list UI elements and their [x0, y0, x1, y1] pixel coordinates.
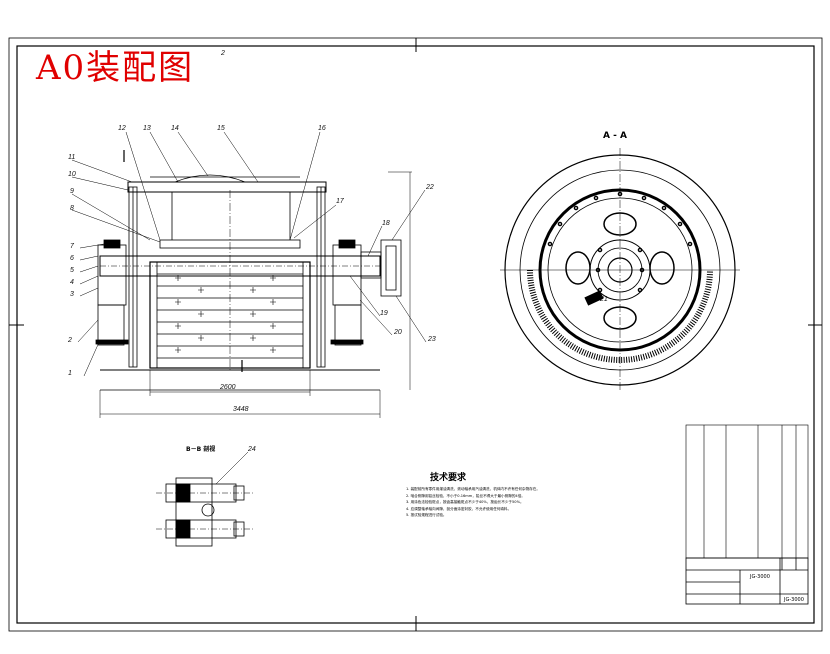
bom-table — [685, 424, 809, 559]
balloon-17: 17 — [336, 198, 344, 205]
section-a-a-view — [500, 148, 740, 392]
balloon-21: 21 — [600, 296, 608, 303]
front-view — [95, 150, 412, 418]
balloon-15: 15 — [217, 125, 225, 132]
note-line: 3. 用涂色法检验斑点，按齿高接触斑点不少于40%，按齿长不少于50%。 — [406, 500, 524, 504]
note-line: 1. 装配前所有零件用煤油清洗，滚动轴承用汽油清洗，机体内不许有任何杂物存在。 — [406, 487, 540, 491]
title-block — [685, 557, 809, 605]
outer-border — [8, 37, 823, 632]
note-line: 4. 应调整轴承轴向间隙，剖分面涂密封胶，不允许使用任何填料。 — [406, 506, 512, 511]
title-block-drawing-no: JG-3000 — [784, 597, 804, 603]
balloon-22: 22 — [426, 184, 434, 191]
balloon-8: 8 — [70, 205, 74, 212]
inner-border — [16, 45, 815, 624]
sheet-mark: 2 — [221, 50, 225, 57]
note-line: 2. 啮合侧隙用铅丝检验，不小于0.16mm，铅丝不得大于最小侧隙的4倍。 — [406, 493, 525, 498]
balloon-6: 6 — [70, 255, 74, 262]
drum-bolt-marks — [175, 275, 276, 353]
balloon-16: 16 — [318, 125, 326, 132]
balloon-20: 20 — [394, 329, 402, 336]
notes-body: 1. 装配前所有零件用煤油清洗，滚动轴承用汽油清洗，机体内不许有任何杂物存在。 … — [406, 486, 638, 519]
balloon-4: 4 — [70, 279, 74, 286]
balloon-19: 19 — [380, 310, 388, 317]
balloon-23: 23 — [428, 336, 436, 343]
balloon-24: 24 — [248, 446, 256, 453]
balloon-1: 1 — [68, 370, 72, 377]
balloon-10: 10 — [68, 171, 76, 178]
balloon-14: 14 — [171, 125, 179, 132]
balloon-13: 13 — [143, 125, 151, 132]
balloon-7: 7 — [70, 243, 74, 250]
section-a-a-label: A - A — [603, 131, 627, 141]
note-line: 5. 按试验规程进行试验。 — [406, 513, 447, 517]
section-b-b-view — [156, 477, 254, 547]
sheet-title: A0装配图 — [36, 48, 195, 88]
dim-overall: 3448 — [233, 406, 249, 413]
section-b-b-label: B－B 剖视 — [186, 446, 216, 453]
balloon-5: 5 — [70, 267, 74, 274]
dim-span: 2600 — [220, 384, 236, 391]
balloon-3: 3 — [70, 291, 74, 298]
notes-title: 技术要求 — [430, 473, 467, 483]
leader-lines — [71, 131, 427, 485]
balloon-9: 9 — [70, 188, 74, 195]
balloon-11: 11 — [68, 154, 76, 161]
balloon-18: 18 — [382, 220, 390, 227]
balloon-12: 12 — [118, 125, 126, 132]
balloon-2: 2 — [68, 337, 72, 344]
title-block-name: JG-3000 — [750, 574, 770, 580]
